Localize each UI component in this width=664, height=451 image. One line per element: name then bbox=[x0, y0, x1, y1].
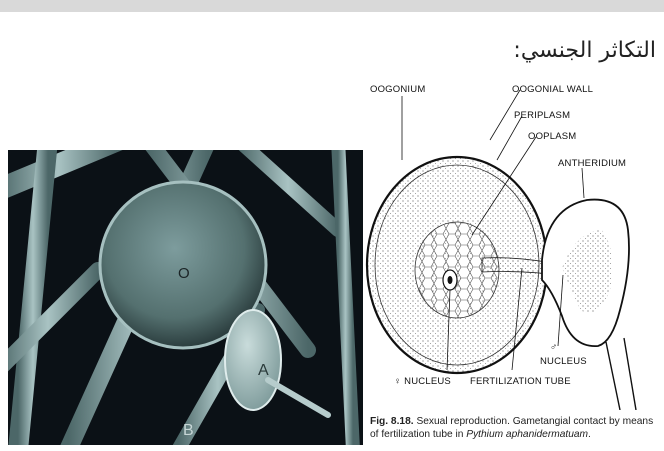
label-male-symbol: ♂ bbox=[550, 342, 557, 353]
figure-caption: Fig. 8.18. Sexual reproduction. Gametang… bbox=[370, 415, 662, 441]
label-oogonium: OOGONIUM bbox=[370, 84, 425, 95]
caption-species: Pythium aphanidermatuam bbox=[466, 429, 588, 440]
electron-micrograph: O A B bbox=[8, 150, 363, 445]
fertilization-diagram: OOGONIUM OOGONIAL WALL PERIPLASM OOPLASM… bbox=[362, 80, 664, 410]
slide-heading: التكاثر الجنسي: bbox=[513, 38, 656, 63]
top-bar bbox=[0, 0, 664, 12]
label-ooplasm: OOPLASM bbox=[528, 131, 576, 142]
label-periplasm: PERIPLASM bbox=[514, 110, 570, 121]
caption-end: . bbox=[588, 429, 591, 440]
micrograph-label-a: A bbox=[258, 362, 269, 379]
micrograph-label-b: B bbox=[183, 422, 194, 439]
label-female-nucleus: ♀ NUCLEUS bbox=[394, 376, 451, 387]
label-oogonial-wall: OOGONIAL WALL bbox=[512, 84, 593, 95]
label-fertilization-tube: FERTILIZATION TUBE bbox=[470, 376, 571, 387]
label-male-nucleus: NUCLEUS bbox=[540, 356, 587, 367]
caption-figure-number: Fig. 8.18. bbox=[370, 416, 414, 427]
micrograph-label-o: O bbox=[178, 265, 190, 282]
diagram-drawing: OOGONIUM OOGONIAL WALL PERIPLASM OOPLASM… bbox=[362, 80, 664, 410]
label-antheridium: ANTHERIDIUM bbox=[558, 158, 626, 169]
micrograph-image: O A B bbox=[8, 150, 363, 445]
